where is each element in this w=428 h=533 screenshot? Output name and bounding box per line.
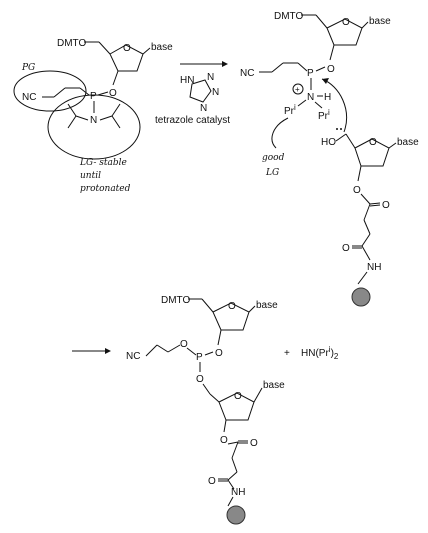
good-lg-annotation: good LG [262,117,289,178]
reactant-nitrogen: N [90,115,97,126]
product-cyanoethyl-oxygen: O [180,339,188,350]
intermediate-top-ring-oxygen: O [342,17,350,28]
intermediate-isopropyl-right: Pri [318,108,330,122]
reactant-structure: DMTO base O O P NC N [22,38,173,129]
tetrazole-n3: N [200,103,207,114]
product-bottom-sugar-ring [218,392,255,421]
intermediate-bottom-base: base [397,137,419,148]
product-bottom-ring-oxygen: O [234,391,242,402]
product-section: DMTO O base O P O NC O O base O O [72,295,339,525]
intermediate-amide-nh: NH [367,262,381,273]
intermediate-nh-hydrogen: H [324,92,331,103]
intermediate-nc-label: NC [240,68,254,79]
intermediate-nitrogen: N [307,92,314,103]
attack-arrow [321,78,348,133]
product-phosphorus: P [196,352,203,363]
tetrazole-n1: N [207,72,214,83]
intermediate-isopropyl-left: Pri [284,103,296,117]
lg-stable-annotation-3: protonated [80,184,131,194]
intermediate-hydroxyl: HO [321,137,336,148]
intermediate-dmto-label: DMTO [274,11,303,22]
good-lg-text-2: LG [265,168,279,178]
intermediate-structure: DMTO O base O P NC N H + Pri Pri HO O [240,11,419,307]
pg-circle [13,70,87,112]
intermediate-bottom-ring-oxygen: O [369,137,377,148]
lg-circle [47,94,141,160]
reactant-base-label: base [151,42,173,53]
tetrazole-ring [189,79,212,103]
reactant-annotations: PG LG- stable until protonated [13,63,141,194]
reactant-nc-label: NC [22,92,36,103]
product-amide-nh: NH [231,487,245,498]
product-3-oxygen: O [215,348,223,359]
product-solid-support [226,505,246,525]
intermediate-solid-support [351,287,371,307]
intermediate-phosphorus: P [307,68,314,79]
pg-annotation: PG [21,63,35,73]
product-top-base: base [256,300,278,311]
product-amide-oxygen: O [208,476,216,487]
product-top-sugar-ring [212,302,250,331]
reagent-section: HN N N N tetrazole catalyst [155,61,230,126]
product-nc-label: NC [126,351,140,362]
reaction-arrow-2-head [105,348,111,354]
intermediate-ester-oxygen: O [353,185,361,196]
intermediate-bottom-sugar-ring [354,138,390,167]
intermediate-amide-oxygen: O [342,243,350,254]
lg-stable-annotation-2: until [80,171,101,181]
reactant-phosphorus: P [90,91,97,102]
product-carbonyl-oxygen: O [250,438,258,449]
tetrazole-n2: N [212,87,219,98]
tetrazole-hn: HN [180,75,194,86]
byproduct-label: HN(Pri)2 [301,345,339,361]
intermediate-3-oxygen: O [327,64,335,75]
reactant-sugar-ring [109,44,144,72]
lg-stable-annotation-1: LG- stable [79,158,127,168]
product-bottom-base: base [263,380,285,391]
reaction-arrow-1-head [222,61,228,67]
plus-charge-circle [292,83,304,95]
intermediate-top-base: base [369,16,391,27]
reactant-dmto-label: DMTO [57,38,86,49]
product-dmto-label: DMTO [161,295,190,306]
tetrazole-caption: tetrazole catalyst [155,115,230,126]
reactant-ring-oxygen: O [123,43,131,54]
product-top-ring-oxygen: O [228,301,236,312]
product-5-oxygen: O [196,374,204,385]
good-lg-text-1: good [262,153,285,163]
product-plus-sign: + [284,348,290,359]
intermediate-top-sugar-ring [326,18,363,46]
reactant-3-oxygen: O [109,88,117,99]
product-ester-oxygen: O [220,435,228,446]
plus-charge: + [295,85,300,94]
intermediate-carbonyl-oxygen: O [382,200,390,211]
